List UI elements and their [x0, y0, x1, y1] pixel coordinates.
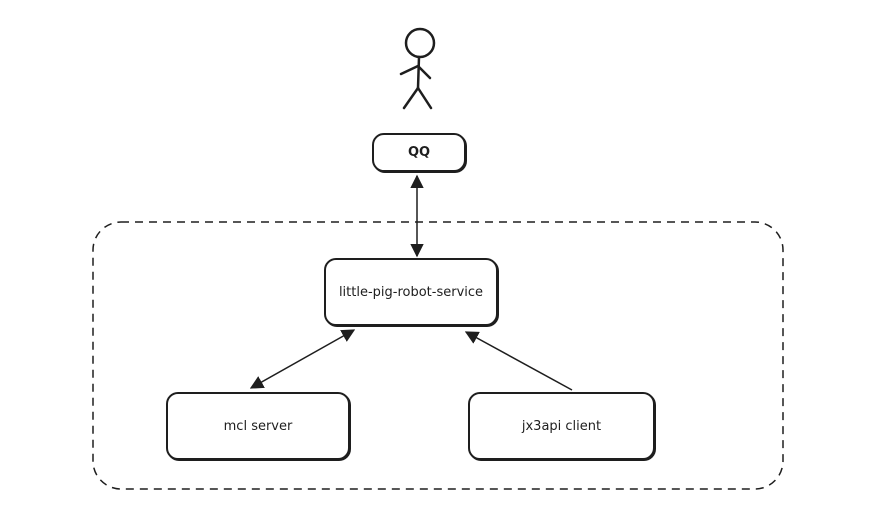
mcl-server-node: mcl server [166, 392, 350, 460]
arrow-jx3api-service [464, 331, 573, 391]
service-node: little-pig-robot-service [324, 258, 498, 326]
qq-node: QQ [372, 133, 466, 172]
system-boundary [92, 221, 784, 490]
jx3api-client-node: jx3api client [468, 392, 655, 460]
user-actor-icon [399, 27, 436, 110]
arrow-mcl-service [249, 329, 356, 389]
